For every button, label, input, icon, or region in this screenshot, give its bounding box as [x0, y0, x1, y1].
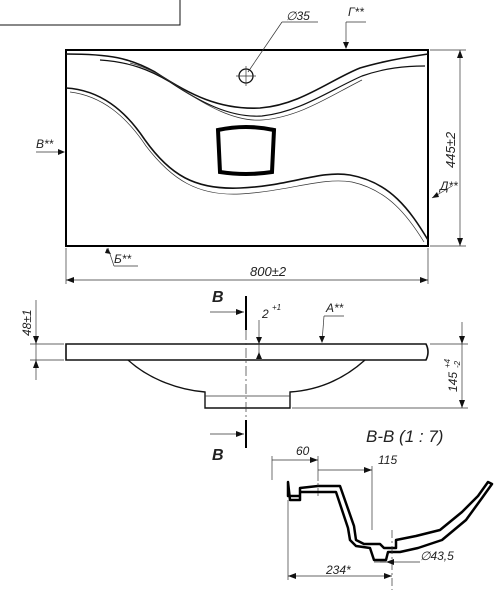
- section-title: B-B (1 : 7): [366, 427, 443, 446]
- callout-v: В**: [36, 137, 54, 151]
- height-tolerance-upper: +4: [443, 358, 452, 368]
- offset-tolerance: +1: [272, 303, 281, 312]
- upper-wave-edge: [129, 62, 363, 121]
- section-mark-top: B: [212, 289, 224, 306]
- width-dimension: 800±2: [250, 264, 287, 279]
- side-view: B B 2 +1 А** 48±1 145 +4 -2: [20, 289, 468, 464]
- thickness-dimension: 48±1: [20, 309, 34, 336]
- section-mark-bottom: B: [212, 447, 224, 464]
- side-bowl: [127, 359, 366, 409]
- title-frame: [0, 0, 181, 26]
- callout-a: А**: [325, 301, 344, 315]
- drain-diameter: ∅43,5: [420, 549, 454, 563]
- depth-dimension: 445±2: [443, 131, 458, 168]
- dim-115: 115: [378, 453, 397, 467]
- offset-dimension: 2: [261, 307, 269, 321]
- callout-g: Г**: [348, 5, 364, 19]
- dim-234: 234*: [325, 563, 351, 577]
- height-tolerance-lower: -2: [453, 360, 462, 368]
- upper-wave-inner: [99, 59, 426, 117]
- lower-wave-inner: [69, 91, 425, 243]
- dim-60: 60: [296, 444, 310, 458]
- upper-wave-outer: [65, 53, 429, 109]
- section-view: B-B (1 : 7) 60 115 234* ∅43,5: [271, 427, 494, 590]
- top-view: ∅35 Г** В** Д** Б** 800±2 445±2: [36, 5, 466, 284]
- lower-wave-outer: [65, 87, 429, 241]
- basin-outline: [65, 49, 429, 247]
- hole-diameter-label: ∅35: [286, 9, 310, 23]
- callout-d: Д**: [438, 179, 458, 193]
- callout-b: Б**: [114, 252, 131, 266]
- drain-outline: [215, 125, 277, 176]
- height-dimension: 145: [446, 372, 460, 392]
- section-profile: [286, 480, 494, 562]
- side-slab: [65, 343, 429, 361]
